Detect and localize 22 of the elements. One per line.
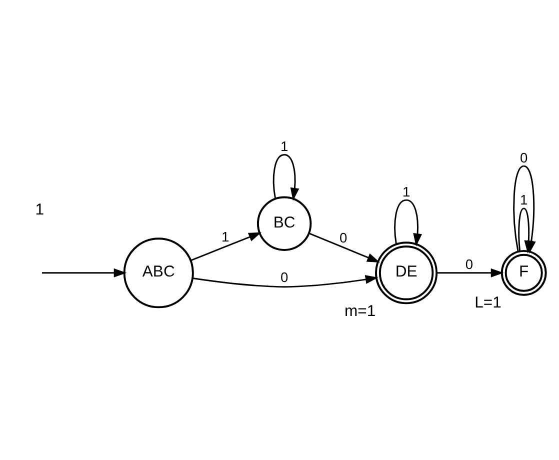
edge-label: 0 xyxy=(520,150,528,165)
arrow xyxy=(436,268,504,277)
node-circle: DE xyxy=(375,241,438,304)
edge-label: 0 xyxy=(465,256,474,272)
edge-label: 1 xyxy=(280,138,288,154)
edge-label: 1 xyxy=(402,184,410,199)
edge-label: 0 xyxy=(280,269,288,284)
node-circle: BC xyxy=(256,196,312,250)
arrow xyxy=(42,268,127,277)
edge-label: 0 xyxy=(340,230,348,246)
edge-label: 1 xyxy=(221,229,230,244)
arrow xyxy=(192,274,378,288)
arrow xyxy=(308,232,380,262)
node-label: m=1 xyxy=(344,302,376,320)
node-circle: ABC xyxy=(123,237,194,308)
arrow xyxy=(190,232,262,261)
node-circle: F xyxy=(500,249,547,296)
node-label: L=1 xyxy=(474,294,502,312)
label: 1 xyxy=(35,201,44,218)
edge-label: 1 xyxy=(520,192,528,208)
arrow xyxy=(394,198,422,246)
arrow xyxy=(272,153,300,200)
